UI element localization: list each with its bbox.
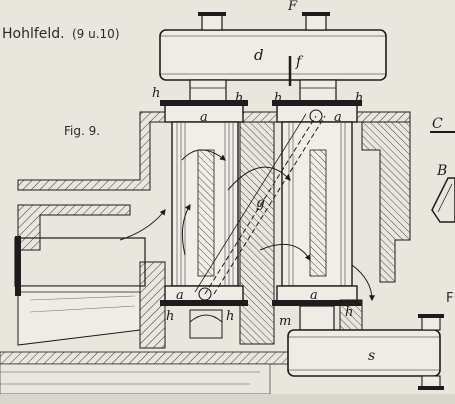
label-edge-F: F [446,291,453,306]
flow-arrows [119,149,375,302]
label-F: F [287,0,298,14]
label-h-4: h [355,91,363,106]
label-a-4: a [310,288,318,303]
caption-heading: Hohlfeld. [2,26,65,42]
label-f: f [295,54,304,70]
label-h-1: h [152,86,160,101]
label-h-7: h [345,305,353,320]
lower-neck [299,299,363,331]
label-h-2: h [235,91,243,106]
label-B: B [436,163,447,179]
header-drum-d [159,12,387,86]
left-tube-chamber [160,100,248,339]
label-m: m [279,314,291,329]
caption-note: (9 u.10) [72,27,120,41]
edge-fragment [430,131,455,223]
right-tube-chamber [272,100,362,306]
firebox [14,236,146,346]
label-a-1: a [200,110,208,125]
label-a-2: a [334,110,342,125]
label-d: d [254,46,264,64]
label-C: C [432,116,443,132]
bottom-drum-s [287,314,444,390]
label-a-3: a [176,288,184,303]
label-g: g [256,195,265,211]
figure-label: Fig. 9. [64,124,100,138]
label-s: s [368,348,375,364]
label-h-3: h [274,91,282,106]
connecting-pipe-g [194,113,326,295]
label-h-5: h [166,309,174,324]
label-h-6: h [226,309,234,324]
scan-edge [0,394,455,404]
masonry-body [0,111,411,395]
